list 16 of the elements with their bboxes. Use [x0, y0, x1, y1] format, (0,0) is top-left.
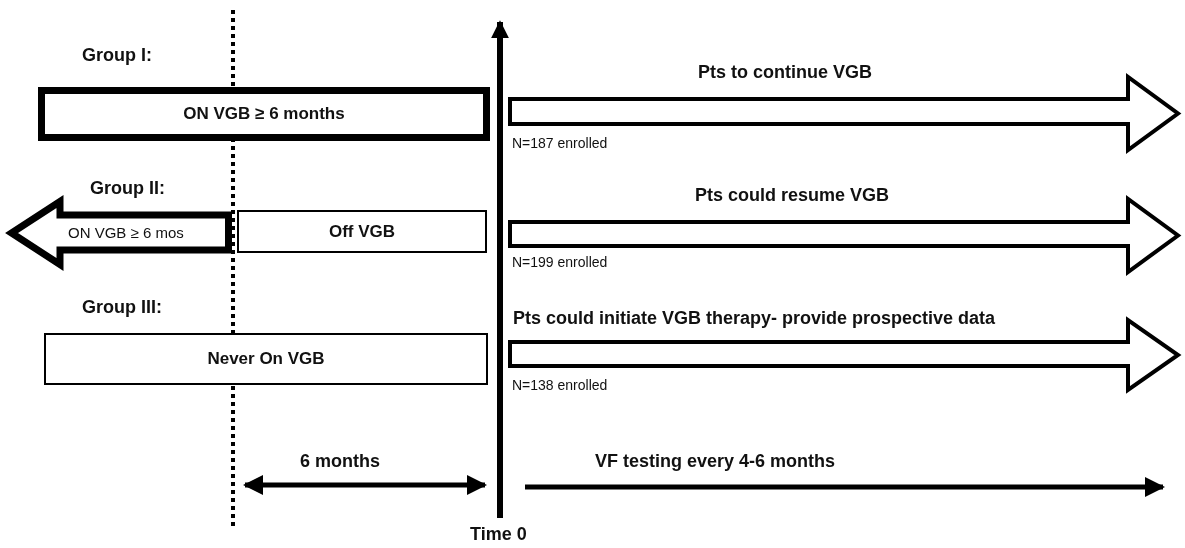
arrow-label: Pts to continue VGB — [698, 62, 872, 84]
phase-box: Off VGB — [237, 210, 487, 253]
axis-label: Time 0 — [470, 524, 527, 546]
arrow-label: Pts could resume VGB — [695, 185, 890, 207]
group-heading: Group II: — [90, 178, 165, 200]
duration-label: VF testing every 4-6 months — [595, 451, 836, 473]
enrollment-count: N=199 enrolled — [512, 254, 608, 271]
duration-label: 6 months — [300, 451, 380, 473]
enrollment-count: N=187 enrolled — [512, 135, 608, 152]
group-heading: Group III: — [82, 297, 162, 319]
group-heading: Group I: — [82, 45, 152, 67]
enrollment-count: N=138 enrolled — [512, 377, 608, 394]
phase-box: ON VGB ≥ 6 months — [38, 87, 490, 141]
phase-box: Never On VGB — [44, 333, 488, 385]
arrow-label: Pts could initiate VGB therapy- provide prospective data — [513, 308, 996, 330]
arrow-text: ON VGB ≥ 6 mos — [68, 224, 184, 242]
